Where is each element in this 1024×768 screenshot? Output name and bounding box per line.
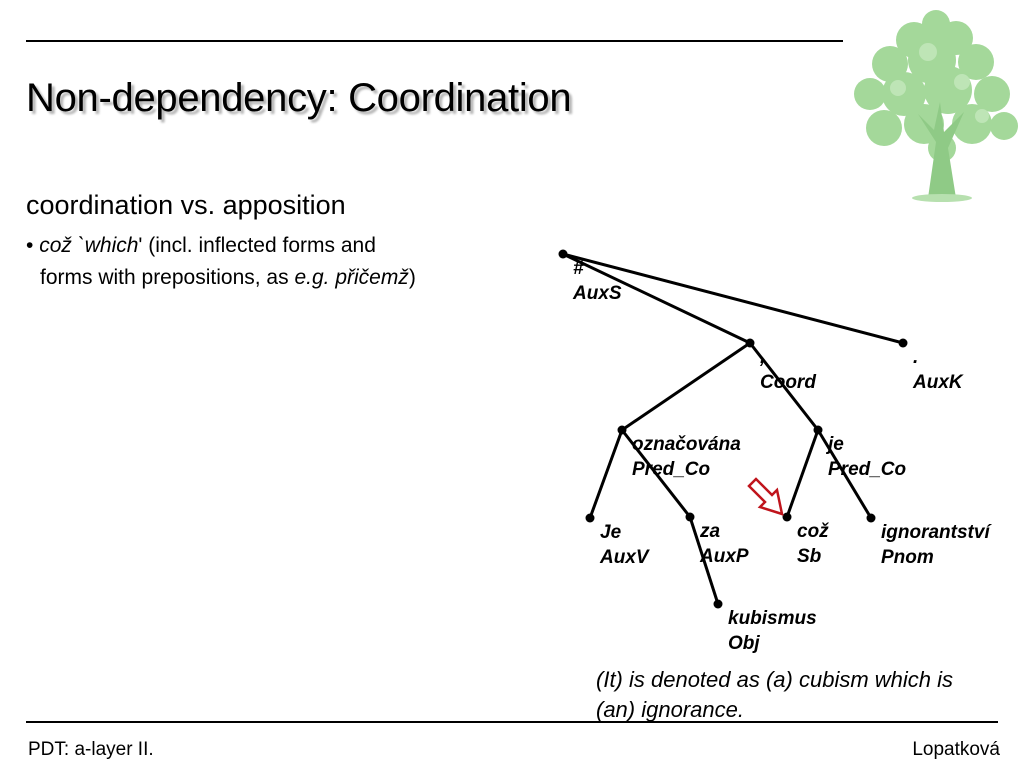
tree-node-oznacovana [617, 425, 627, 435]
bullet-point: • což `which' (incl. inflected forms and… [26, 230, 526, 294]
tree-node-form-kubismus: kubismus [728, 608, 817, 629]
tree-node-kubismus [713, 599, 723, 609]
tree-node-form-root: # [573, 258, 584, 279]
bullet-text-line1: (incl. inflected forms and [142, 234, 376, 257]
tree-node-form-coord: , [759, 347, 765, 368]
tree-node-form-ignorantstvi: ignorantství [881, 522, 992, 543]
bullet-marker: • [26, 234, 34, 257]
tree-node-je1 [585, 513, 595, 523]
tree-node-afun-root: AuxS [572, 283, 622, 304]
tree-node-form-coz: což [797, 521, 829, 542]
tree-node-je2 [813, 425, 823, 435]
bullet-close-paren: ) [408, 266, 416, 289]
tree-node-afun-coz: Sb [797, 546, 822, 567]
footer-right: Lopatková [912, 739, 1000, 760]
sentence-translation: (It) is denoted as (a) cubism which is (… [596, 667, 954, 722]
tree-node-coz [782, 512, 792, 522]
tree-node-afun-je2: Pred_Co [828, 459, 906, 480]
tree-edge-oznacovana-je1 [588, 429, 624, 519]
slide-title: Non-dependency: Coordination [26, 76, 572, 120]
tree-edge-coord-je2 [748, 342, 820, 431]
bullet-gloss: `which [77, 234, 139, 257]
tree-edge-je2-ignorantstvi [816, 429, 873, 519]
tree-node-afun-oznacovana: Pred_Co [632, 459, 710, 480]
tree-node-ignorantstvi [866, 513, 876, 523]
tree-edge-za-kubismus [688, 516, 720, 605]
tree-node-dot [898, 338, 908, 348]
tree-node-afun-dot: AuxK [912, 372, 964, 393]
highlight-arrow-icon [747, 477, 784, 516]
tree-edge-root-dot [562, 252, 904, 345]
tree-node-afun-ignorantstvi: Pnom [881, 547, 934, 568]
tree-node-za [685, 512, 695, 522]
tree-node-afun-za: AuxP [699, 546, 749, 567]
tree-node-afun-je1: AuxV [599, 547, 650, 568]
tree-edge-je2-coz [785, 429, 820, 518]
tree-node-form-dot: . [913, 347, 918, 368]
top-rule [26, 40, 843, 42]
tree-node-afun-coord: Coord [760, 372, 816, 393]
bullet-example: přičemž [335, 266, 409, 289]
tree-logo [854, 10, 1018, 202]
tree-node-coord [745, 338, 755, 348]
tree-edge-oznacovana-za [620, 429, 692, 518]
tree-edge-coord-oznacovana [621, 341, 751, 432]
subheading: coordination vs. apposition [26, 190, 346, 220]
tree-node-root [558, 249, 568, 259]
tree-node-afun-kubismus: Obj [728, 633, 760, 654]
bullet-text-line2: forms with prepositions, as [40, 266, 295, 289]
tree-node-form-oznacovana: označována [632, 434, 741, 455]
bullet-term: což [39, 234, 72, 257]
footer-left: PDT: a-layer II. [28, 739, 154, 760]
tree-node-form-je1: Je [600, 522, 622, 543]
tree-node-form-je2: je [825, 434, 844, 455]
tree-edge-root-coord [562, 252, 751, 345]
tree-node-form-za: za [699, 521, 721, 542]
bullet-quote: ' [138, 234, 143, 257]
bullet-eg: e.g. [294, 266, 330, 289]
bottom-rule [26, 721, 998, 723]
